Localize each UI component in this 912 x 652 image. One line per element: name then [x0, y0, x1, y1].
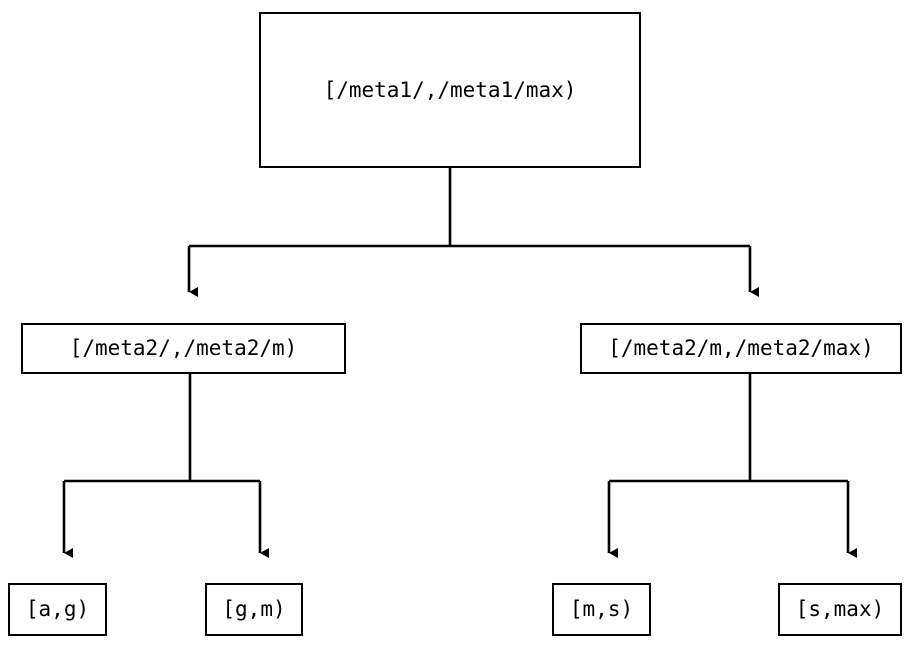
tree-node-right-internal[interactable]: [/meta2/m,/meta2/max) — [580, 323, 902, 374]
edge-root-to-internals — [187, 168, 759, 297]
tree-node-leaf-ag[interactable]: [a,g) — [8, 583, 107, 636]
tree-node-root[interactable]: [/meta1/,/meta1/max) — [259, 12, 641, 168]
edge-right-internal-to-leaves — [607, 374, 857, 558]
edge-left-internal-to-leaves — [62, 374, 269, 558]
tree-node-leaf-smax[interactable]: [s,max) — [778, 583, 902, 636]
tree-node-left-internal-label: [/meta2/,/meta2/m) — [69, 336, 298, 360]
tree-node-right-internal-label: [/meta2/m,/meta2/max) — [608, 336, 874, 360]
tree-node-leaf-gm-label: [g,m) — [222, 597, 286, 621]
tree-node-root-label: [/meta1/,/meta1/max) — [323, 77, 577, 102]
tree-node-leaf-ms[interactable]: [m,s) — [552, 583, 651, 636]
tree-node-left-internal[interactable]: [/meta2/,/meta2/m) — [21, 323, 346, 374]
tree-node-leaf-smax-label: [s,max) — [795, 597, 885, 621]
tree-node-leaf-ms-label: [m,s) — [569, 597, 634, 621]
tree-node-leaf-ag-label: [a,g) — [25, 597, 90, 621]
tree-node-leaf-gm[interactable]: [g,m) — [205, 583, 303, 636]
